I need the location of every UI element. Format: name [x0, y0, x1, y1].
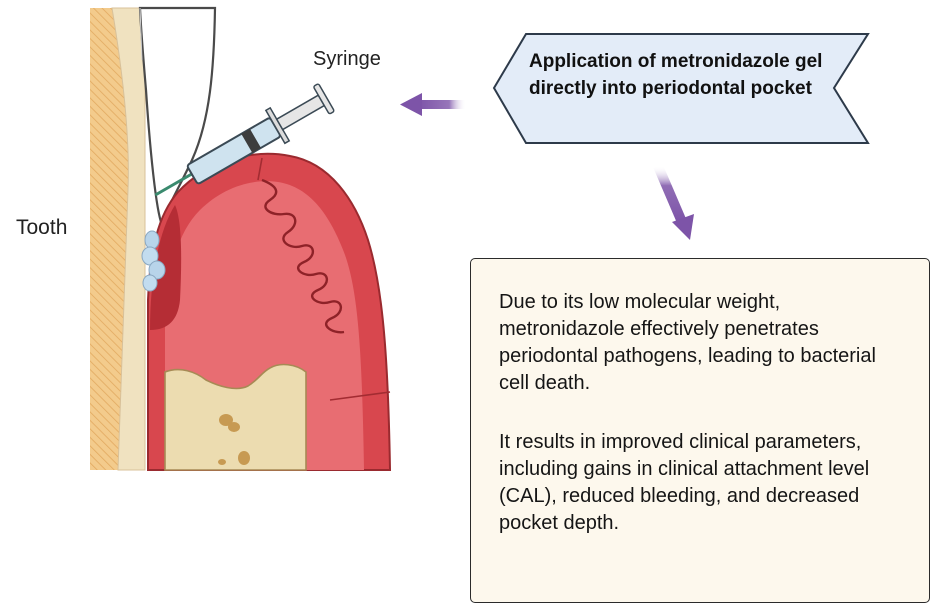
info-paragraph-outcomes: It results in improved clinical paramete… — [499, 429, 909, 537]
tooth-label: Tooth — [16, 216, 67, 240]
info-paragraph-mechanism: Due to its low molecular weight, metroni… — [499, 289, 909, 397]
banner-text: Application of metronidazole gel directl… — [529, 48, 829, 102]
info-box: Due to its low molecular weight, metroni… — [470, 258, 930, 603]
syringe-label: Syringe — [313, 48, 381, 71]
arrow-to-syringe — [400, 93, 466, 116]
arrow-to-info-box — [658, 166, 694, 240]
